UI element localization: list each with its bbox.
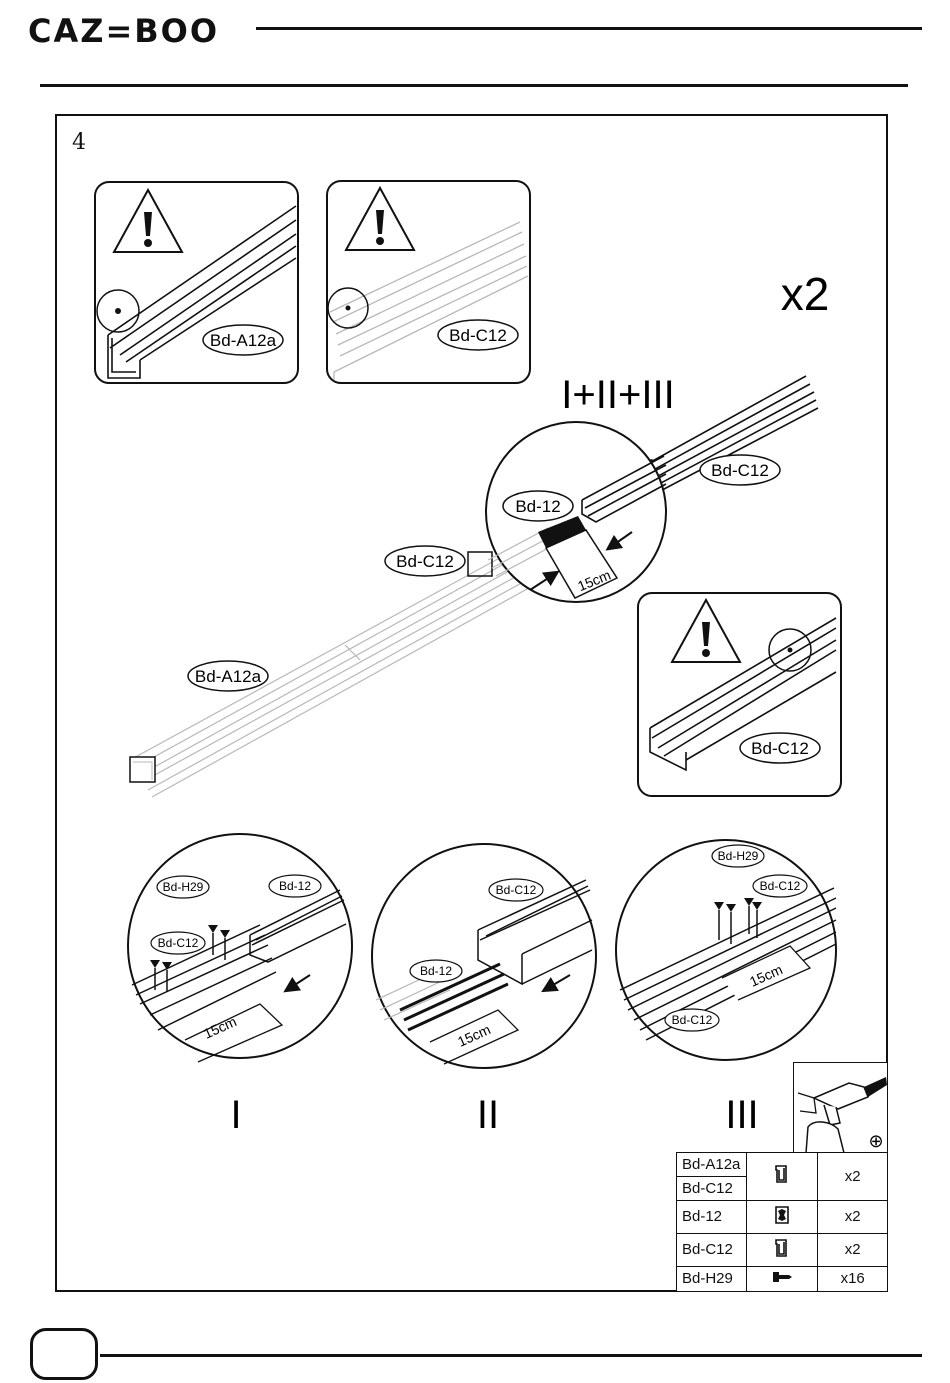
warning-panel-c12-right: Bd-C12 [638,593,841,796]
phillips-bit-icon: ⊕ [868,1131,883,1152]
part-name: Bd-H29 [677,1266,747,1291]
label-bd-c12: Bd-C12 [158,936,199,950]
profile-icon [774,1164,790,1184]
profile-icon [774,1238,790,1258]
parts-table: Bd-A12a x2 Bd-C12 Bd-12 x2 Bd-C12 x2 Bd- [676,1152,888,1292]
label-bd-c12: Bd-C12 [496,883,537,897]
part-name: Bd-A12a [677,1153,747,1177]
screw-icon [771,1270,793,1284]
substep-2-roman: II [477,1093,499,1137]
drill-icon: ⊕ [794,1063,889,1155]
sequence-label: I+II+III [561,373,674,417]
label-main-a12a: Bd-A12a [195,667,262,686]
part-name: Bd-12 [677,1200,747,1233]
part-name: Bd-C12 [677,1233,747,1266]
label-bd-h29: Bd-H29 [718,849,759,863]
label-bd-12: Bd-12 [279,879,311,893]
table-row: Bd-H29 x16 [677,1266,888,1291]
label-bd-c12-right: Bd-C12 [751,739,809,758]
label-bd-h29: Bd-H29 [163,880,204,894]
substep-3: 15cm Bd-H29 Bd-C12 Bd-C12 [616,840,836,1060]
substep-3-roman: III [725,1093,758,1137]
footer-rule [100,1354,922,1357]
label-bd-12: Bd-12 [420,964,452,978]
part-qty: x16 [818,1266,888,1291]
label-main-c12-left: Bd-C12 [396,552,454,571]
multiplier: x2 [781,268,830,320]
label-main-c12-right: Bd-C12 [711,461,769,480]
table-row: Bd-C12 x2 [677,1233,888,1266]
table-row: Bd-A12a x2 [677,1153,888,1177]
warning-panel-c12: Bd-C12 [327,181,530,383]
tool-box: ⊕ [793,1062,888,1154]
substep-2: 15cm Bd-C12 Bd-12 [372,844,596,1068]
warning-panel-a12a: Bd-A12a [95,182,298,383]
label-bd-c12-bottom: Bd-C12 [672,1013,713,1027]
label-bd-a12a: Bd-A12a [210,331,277,350]
label-bd-c12: Bd-C12 [449,326,507,345]
substep-1: 15cm Bd-H29 Bd-12 Bd-C12 [128,834,352,1062]
part-name: Bd-C12 [677,1176,747,1200]
page-number-tab [30,1328,98,1380]
part-qty: x2 [818,1200,888,1233]
part-qty: x2 [818,1233,888,1266]
label-zoom-bd12: Bd-12 [515,497,560,516]
connector-icon [774,1205,790,1225]
table-row: Bd-12 x2 [677,1200,888,1233]
zoom-detail: 15cm Bd-12 [486,422,666,602]
substep-1-roman: I [230,1093,241,1137]
label-bd-c12-top: Bd-C12 [760,879,801,893]
part-qty: x2 [818,1153,888,1201]
